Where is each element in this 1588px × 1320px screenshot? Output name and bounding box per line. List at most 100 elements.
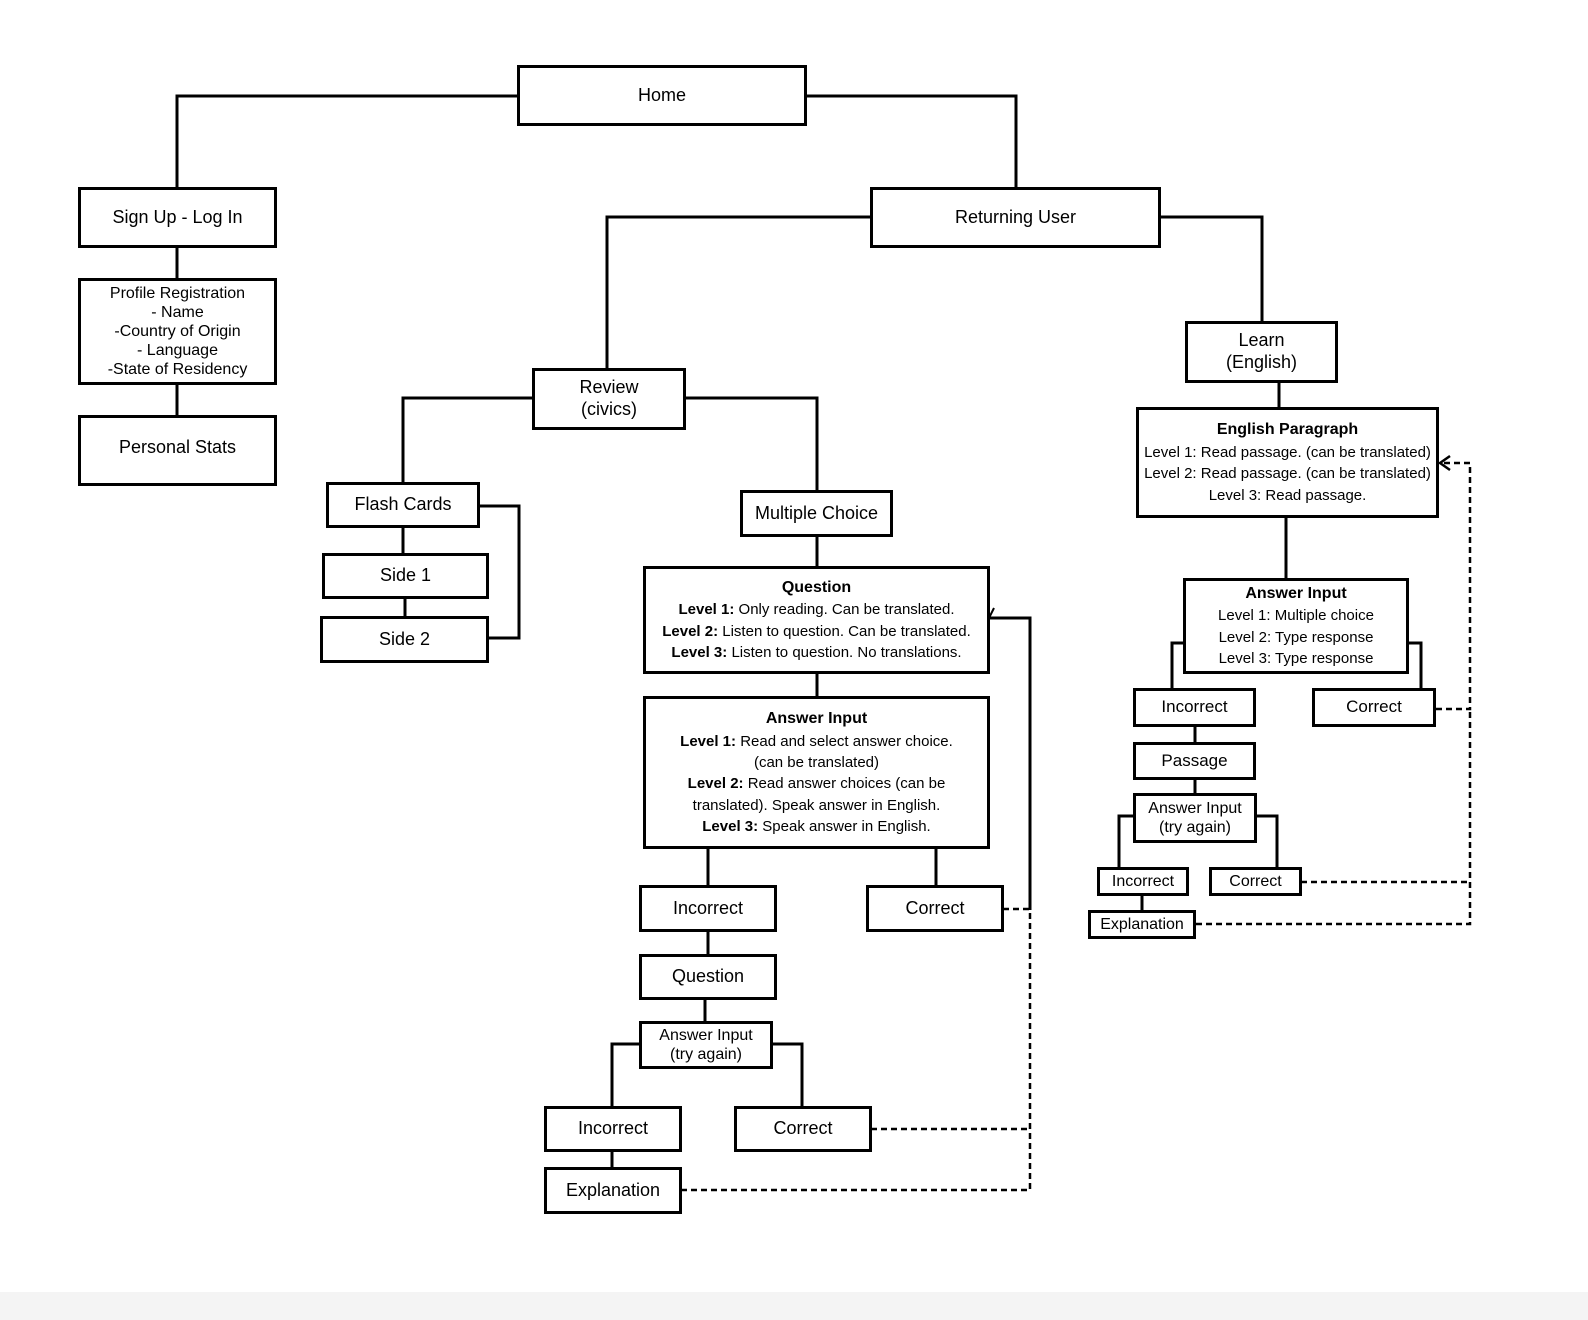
edge-review-flash — [401, 396, 532, 482]
question-level-2-tag: Level 2: — [662, 622, 719, 640]
dashed-ecorrect-return — [1436, 461, 1472, 711]
answer-level-1-cont: (can be translated) — [753, 753, 880, 771]
learn-node: Learn (English) — [1185, 321, 1338, 383]
flash-cards-node: Flash Cards — [326, 482, 480, 528]
answer-level-2-text: Read answer choices (can be — [743, 775, 946, 793]
answer-level-1: Level 1: Read and select answer choice. — [680, 731, 953, 752]
question-level-2: Level 2: Listen to question. Can be tran… — [662, 621, 971, 642]
english-paragraph-node: English Paragraph Level 1: Read passage.… — [1136, 407, 1439, 518]
personal-stats-node: Personal Stats — [78, 415, 277, 486]
answer-level-1-tag: Level 1: — [680, 732, 737, 750]
mc-correct-label: Correct — [905, 897, 965, 918]
english-retry-incorrect-label: Incorrect — [1111, 872, 1175, 890]
question-level-3-tag: Level 3: — [671, 644, 728, 661]
answer-level-3: Level 3: Speak answer in English. — [702, 816, 930, 837]
learn-label: Learn — [1238, 330, 1285, 351]
answer-input-title: Answer Input — [765, 709, 868, 727]
english-answer-level-2: Level 2: Type response — [1218, 628, 1374, 646]
english-answer-retry-node: Answer Input (try again) — [1133, 793, 1257, 843]
passage-node: Passage — [1133, 742, 1256, 780]
home-node: Home — [517, 65, 807, 126]
english-answer-retry-label: Answer Input — [1148, 799, 1242, 817]
mc-incorrect-label: Incorrect — [672, 897, 744, 918]
edge-returning-learn — [1160, 215, 1264, 321]
english-answer-level-1: Level 1: Multiple choice — [1218, 607, 1374, 625]
answer-level-3-text: Speak answer in English. — [758, 817, 931, 835]
mc-incorrect-node: Incorrect — [639, 885, 777, 932]
english-retry-incorrect-node: Incorrect — [1097, 867, 1189, 896]
edge-eretry-correct — [1256, 814, 1279, 867]
edge-home-signup — [175, 94, 517, 187]
signup-node: Sign Up - Log In — [78, 187, 277, 248]
profile-node: Profile Registration - Name -Country of … — [78, 278, 277, 385]
question-level-1-tag: Level 1: — [678, 601, 735, 619]
english-incorrect-label: Incorrect — [1161, 697, 1228, 717]
mc-answer-retry-node: Answer Input (try again) — [639, 1021, 773, 1069]
mc-explanation-node: Explanation — [544, 1167, 682, 1214]
profile-line: - Name — [151, 303, 204, 321]
english-explanation-label: Explanation — [1100, 915, 1184, 933]
side1-node: Side 1 — [322, 553, 489, 599]
review-label: Review — [579, 377, 639, 398]
mc-retry-correct-label: Correct — [773, 1118, 833, 1139]
edge-flash-loop — [479, 504, 521, 640]
mc-answer-retry-label: Answer Input — [659, 1026, 753, 1044]
english-paragraph-level-1: Level 1: Read passage. (can be translate… — [1144, 443, 1431, 461]
english-retry-correct-node: Correct — [1209, 867, 1302, 896]
arrow-head-paragraph — [1437, 454, 1451, 472]
mc-retry-incorrect-label: Incorrect — [577, 1118, 649, 1139]
review-sublabel: (civics) — [581, 399, 637, 419]
signup-label: Sign Up - Log In — [112, 206, 243, 227]
answer-level-2-tag: Level 2: — [687, 775, 744, 793]
multiple-choice-node: Multiple Choice — [740, 490, 893, 537]
english-correct-label: Correct — [1346, 697, 1402, 717]
mc-retry-correct-node: Correct — [734, 1106, 872, 1152]
answer-input-node: Answer Input Level 1: Read and select an… — [643, 696, 990, 849]
english-incorrect-node: Incorrect — [1133, 688, 1256, 727]
english-paragraph-level-2: Level 2: Read passage. (can be translate… — [1144, 465, 1431, 483]
returning-user-node: Returning User — [870, 187, 1161, 248]
english-answer-level-3: Level 3: Type response — [1218, 650, 1374, 667]
home-label: Home — [637, 84, 686, 105]
answer-level-2: Level 2: Read answer choices (can be — [688, 773, 946, 794]
question-node: Question Level 1: Only reading. Can be t… — [643, 566, 990, 674]
mc-retry-incorrect-node: Incorrect — [544, 1106, 682, 1152]
multiple-choice-label: Multiple Choice — [754, 502, 879, 523]
profile-line: - Language — [137, 342, 218, 360]
profile-line: Profile Registration — [109, 284, 246, 302]
edge-review-mc — [685, 396, 819, 490]
review-node: Review (civics) — [532, 368, 686, 430]
mc-explanation-label: Explanation — [565, 1179, 661, 1200]
edge-return-question — [989, 616, 1032, 910]
edge-eretry-incorrect — [1117, 814, 1134, 867]
side1-label: Side 1 — [379, 565, 432, 586]
question-level-3: Level 3: Listen to question. No translat… — [671, 642, 961, 663]
edge-retry-incorrect — [610, 1042, 639, 1106]
profile-line: -State of Residency — [107, 361, 248, 379]
side2-node: Side 2 — [320, 616, 489, 663]
side2-label: Side 2 — [378, 628, 431, 649]
question-level-1: Level 1: Only reading. Can be translated… — [678, 599, 954, 620]
question-level-1-text: Only reading. Can be translated. — [734, 601, 955, 619]
answer-level-2-cont: translated). Speak answer in English. — [692, 796, 941, 814]
mc-question-retry-label: Question — [671, 966, 745, 987]
english-answer-retry-sublabel: (try again) — [1158, 819, 1232, 836]
bottom-band — [0, 1292, 1588, 1320]
dashed-eexplanation-return — [1196, 709, 1472, 926]
dashed-explanation-return — [681, 910, 1032, 1192]
english-explanation-node: Explanation — [1088, 910, 1196, 939]
question-level-2-text: Listen to question. Can be translated. — [718, 622, 971, 640]
edge-retry-correct — [772, 1042, 804, 1106]
passage-label: Passage — [1161, 750, 1228, 770]
mc-question-retry-node: Question — [639, 954, 777, 1000]
answer-level-3-tag: Level 3: — [702, 817, 759, 835]
english-paragraph-level-3: Level 3: Read passage. — [1208, 486, 1367, 504]
edge-returning-review — [605, 215, 870, 368]
english-answer-input-title: Answer Input — [1245, 584, 1347, 602]
returning-user-label: Returning User — [954, 206, 1077, 227]
english-paragraph-title: English Paragraph — [1216, 421, 1359, 439]
mc-correct-node: Correct — [866, 885, 1004, 932]
english-retry-correct-label: Correct — [1229, 872, 1282, 890]
question-level-3-text: Listen to question. No translations. — [727, 644, 962, 661]
